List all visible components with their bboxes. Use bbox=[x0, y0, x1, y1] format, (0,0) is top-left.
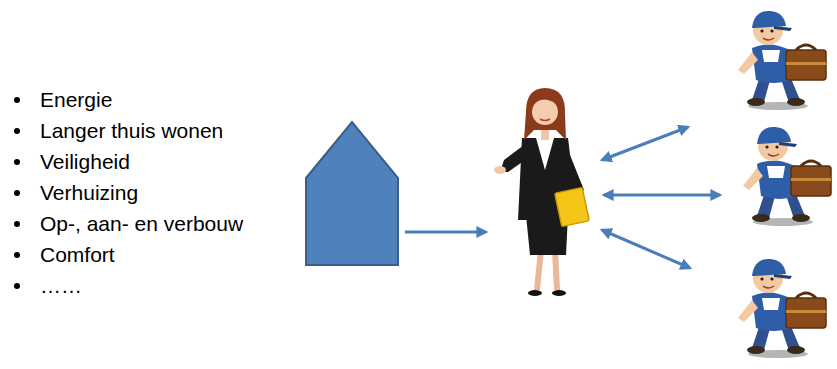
flow-arrow bbox=[604, 194, 720, 197]
worker-figure bbox=[743, 127, 831, 226]
advisor-figure bbox=[494, 88, 589, 296]
flow-arrow bbox=[602, 127, 688, 160]
list-item: Op-, aan- en verbouw bbox=[14, 209, 243, 239]
worker-figure bbox=[738, 259, 826, 358]
topic-label: Veiligheid bbox=[40, 149, 130, 174]
list-item: Comfort bbox=[14, 240, 115, 270]
bullet-dot bbox=[14, 128, 20, 134]
worker-figure bbox=[738, 11, 826, 110]
bullet-dot bbox=[14, 159, 20, 165]
flow-arrow bbox=[602, 230, 690, 268]
bullet-dot bbox=[14, 221, 20, 227]
bullet-dot bbox=[14, 283, 20, 289]
bullet-dot bbox=[14, 190, 20, 196]
bullet-dot bbox=[14, 252, 20, 258]
bullet-dot bbox=[14, 97, 20, 103]
topic-label: Energie bbox=[40, 87, 112, 112]
topic-label: …… bbox=[40, 273, 82, 298]
list-item: Verhuizing bbox=[14, 178, 138, 208]
topic-label: Verhuizing bbox=[40, 180, 138, 205]
list-item: Langer thuis wonen bbox=[14, 116, 223, 146]
list-item: Energie bbox=[14, 85, 112, 115]
topic-label: Comfort bbox=[40, 242, 115, 267]
topic-label: Langer thuis wonen bbox=[40, 118, 223, 143]
house-shape bbox=[306, 122, 398, 265]
flow-arrow bbox=[405, 231, 486, 234]
list-item: Veiligheid bbox=[14, 147, 130, 177]
list-item: …… bbox=[14, 271, 82, 301]
topic-list: EnergieLanger thuis wonenVeiligheidVerhu… bbox=[0, 0, 300, 369]
topic-label: Op-, aan- en verbouw bbox=[40, 211, 243, 236]
